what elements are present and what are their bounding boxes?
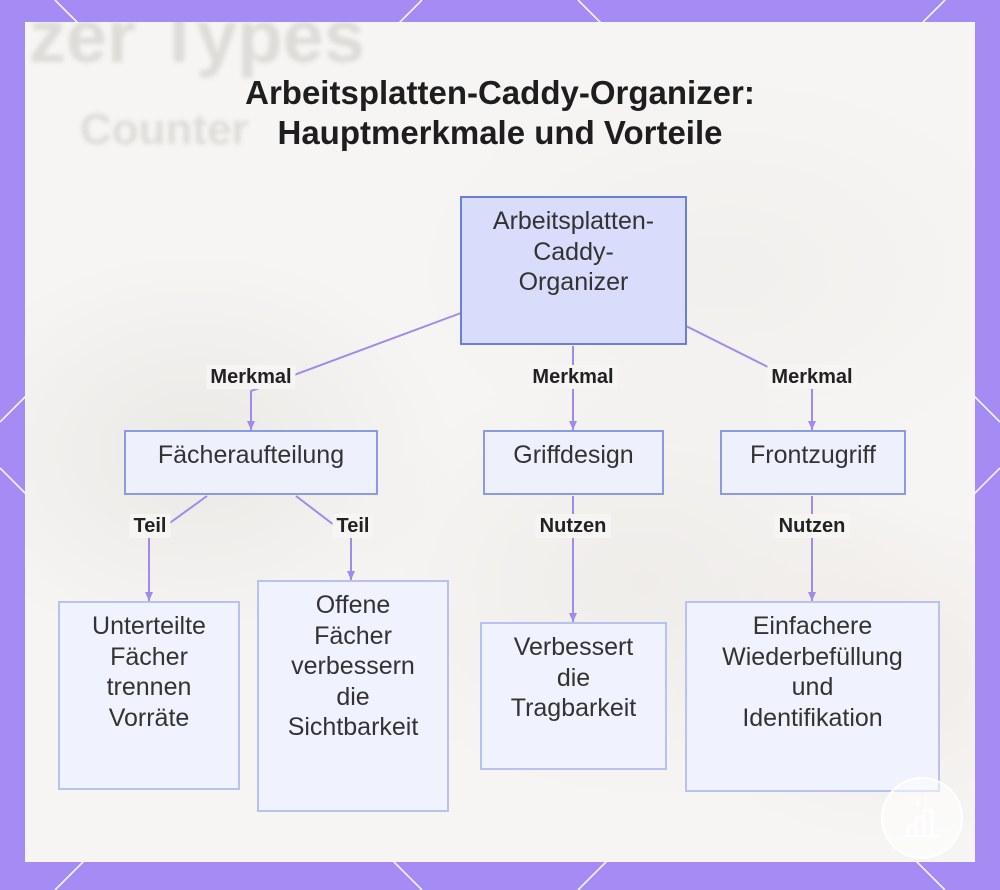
- leaf-einfachere-wiederbefuellung: Einfachere Wiederbefüllung und Identifik…: [685, 601, 940, 792]
- node-label: Fächeraufteilung: [157, 441, 345, 469]
- edge-faecheraufteilung-to-unterteilte: [145, 495, 208, 601]
- edge-label-merkmal: Merkmal: [206, 365, 296, 389]
- diagram-title: Arbeitsplatten-Caddy-Organizer: Hauptmer…: [245, 74, 755, 151]
- node-label: Verbessert die Tragbarkeit: [510, 633, 637, 722]
- edge-root-to-frontzugriff: [685, 325, 816, 430]
- node-griffdesign: Griffdesign: [483, 430, 664, 495]
- logo-watermark: [881, 777, 963, 859]
- edge-faecheraufteilung-to-offene: [295, 495, 355, 580]
- leaf-offene-faecher: Offene Fächer verbessern die Sichtbarkei…: [257, 580, 449, 812]
- node-label: Einfachere Wiederbefüllung und Identifik…: [722, 612, 903, 732]
- edge-label-merkmal: Merkmal: [528, 365, 618, 389]
- leaf-verbessert-tragbarkeit: Verbessert die Tragbarkeit: [480, 622, 667, 770]
- node-root: Arbeitsplatten-Caddy-Organizer: [460, 196, 687, 345]
- edge-label-teil: Teil: [332, 514, 374, 538]
- node-label: Frontzugriff: [750, 441, 876, 469]
- background-word: zer Types: [29, 22, 365, 78]
- node-label: Offene Fächer verbessern die Sichtbarkei…: [287, 591, 419, 741]
- edge-label-teil: Teil: [129, 514, 171, 538]
- edge-label-merkmal: Merkmal: [767, 365, 857, 389]
- background-word: Counter: [80, 105, 249, 154]
- leaf-unterteilte-faecher: Unterteilte Fächer trennen Vorräte: [58, 601, 240, 790]
- node-label: Arbeitsplatten-Caddy-Organizer: [492, 207, 655, 296]
- edge-root-to-faecheraufteilung: [247, 312, 462, 430]
- edge-label-nutzen: Nutzen: [535, 514, 611, 538]
- node-faecheraufteilung: Fächeraufteilung: [124, 430, 378, 495]
- node-frontzugriff: Frontzugriff: [720, 430, 906, 495]
- node-label: Griffdesign: [513, 441, 634, 469]
- edge-label-nutzen: Nutzen: [774, 514, 850, 538]
- node-label: Unterteilte Fächer trennen Vorräte: [92, 612, 206, 732]
